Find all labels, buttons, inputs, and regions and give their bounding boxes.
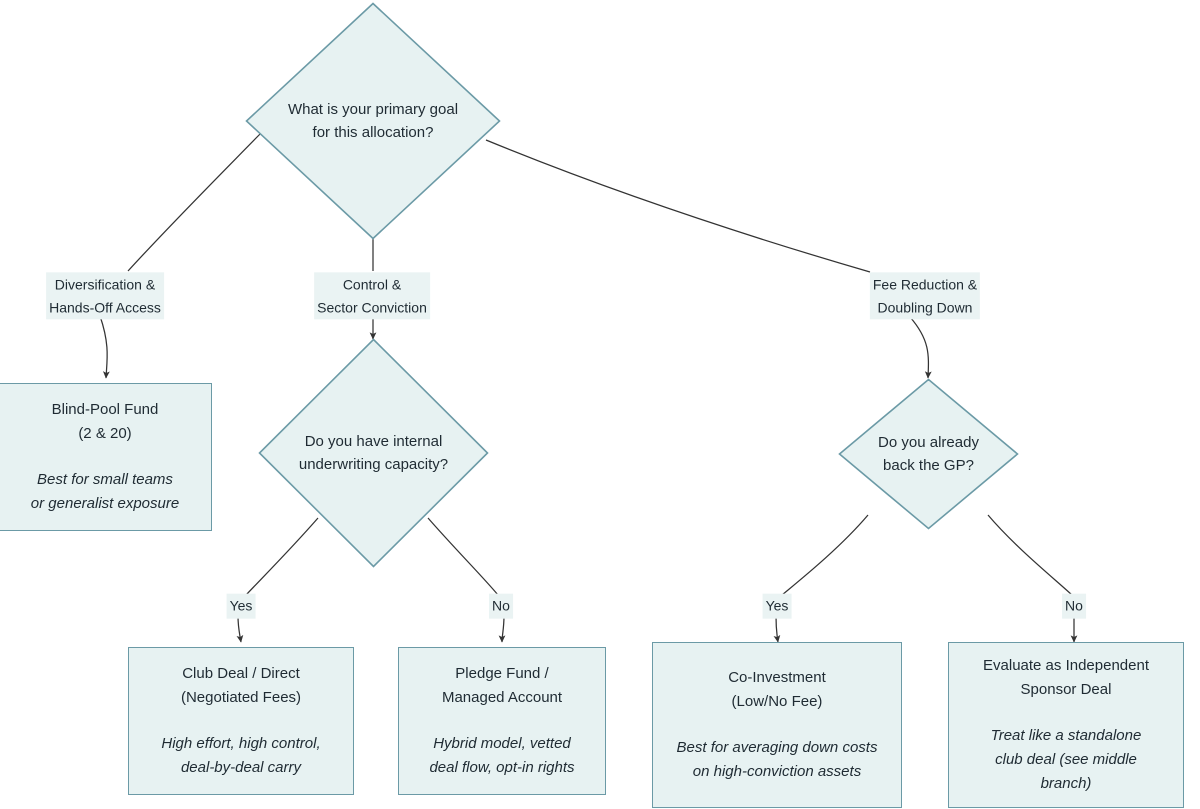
- node-underwriting-question-label: Do you have internal underwriting capaci…: [298, 432, 449, 473]
- edge-label-underwriting-yes: Yes: [226, 593, 256, 619]
- node-root-question[interactable]: What is your primary goal for this alloc…: [245, 2, 501, 240]
- edge-yes-to-club-deal: [236, 615, 244, 643]
- edge-label-control: Control & Sector Conviction: [314, 272, 430, 320]
- edge-label-diversification: Diversification & Hands-Off Access: [46, 272, 164, 320]
- edge-no-to-pledge-fund: [498, 615, 506, 643]
- diamond-shape: [245, 2, 501, 240]
- node-club-deal-direct-subtitle: High effort, high control, deal-by-deal …: [161, 735, 321, 776]
- edge-root-to-diversification: [127, 131, 263, 272]
- edge-fee-reduction-to-back-gp: [909, 316, 932, 379]
- node-blind-pool-fund-title: Blind-Pool Fund (2 & 20): [51, 401, 159, 442]
- node-underwriting-question[interactable]: Do you have internal underwriting capaci…: [258, 338, 489, 568]
- node-pledge-fund-title: Pledge Fund / Managed Account: [441, 665, 563, 706]
- node-co-investment[interactable]: Co-Investment (Low/No Fee) Best for aver…: [652, 642, 902, 808]
- node-club-deal-direct-title: Club Deal / Direct (Negotiated Fees): [180, 665, 302, 706]
- node-co-investment-subtitle: Best for averaging down costs on high-co…: [676, 739, 878, 780]
- node-club-deal-direct[interactable]: Club Deal / Direct (Negotiated Fees) Hig…: [128, 647, 354, 795]
- edge-yes-to-co-investment: [773, 615, 781, 643]
- node-pledge-fund[interactable]: Pledge Fund / Managed Account Hybrid mod…: [398, 647, 606, 795]
- edge-label-back-gp-yes: Yes: [762, 593, 792, 619]
- edge-diversification-to-blind-pool: [99, 315, 110, 379]
- node-independent-sponsor[interactable]: Evaluate as Independent Sponsor Deal Tre…: [948, 642, 1184, 808]
- node-co-investment-title: Co-Investment (Low/No Fee): [728, 669, 826, 710]
- node-pledge-fund-subtitle: Hybrid model, vetted deal flow, opt-in r…: [429, 735, 575, 776]
- node-back-gp-question[interactable]: Do you already back the GP?: [838, 378, 1019, 530]
- edge-label-back-gp-no: No: [1062, 593, 1086, 619]
- node-blind-pool-fund-subtitle: Best for small teams or generalist expos…: [30, 471, 180, 512]
- node-independent-sponsor-title: Evaluate as Independent Sponsor Deal: [983, 657, 1149, 698]
- edge-label-underwriting-no: No: [489, 593, 513, 619]
- edge-root-to-fee-reduction: [485, 139, 871, 273]
- node-root-question-label: What is your primary goal for this alloc…: [287, 100, 459, 141]
- node-independent-sponsor-subtitle: Treat like a standalone club deal (see m…: [990, 727, 1142, 792]
- edge-label-fee-reduction: Fee Reduction & Doubling Down: [869, 272, 981, 320]
- diamond-shape: [838, 378, 1019, 530]
- node-blind-pool-fund[interactable]: Blind-Pool Fund (2 & 20) Best for small …: [0, 383, 212, 531]
- node-back-gp-question-label: Do you already back the GP?: [878, 433, 979, 474]
- diamond-shape: [258, 338, 489, 568]
